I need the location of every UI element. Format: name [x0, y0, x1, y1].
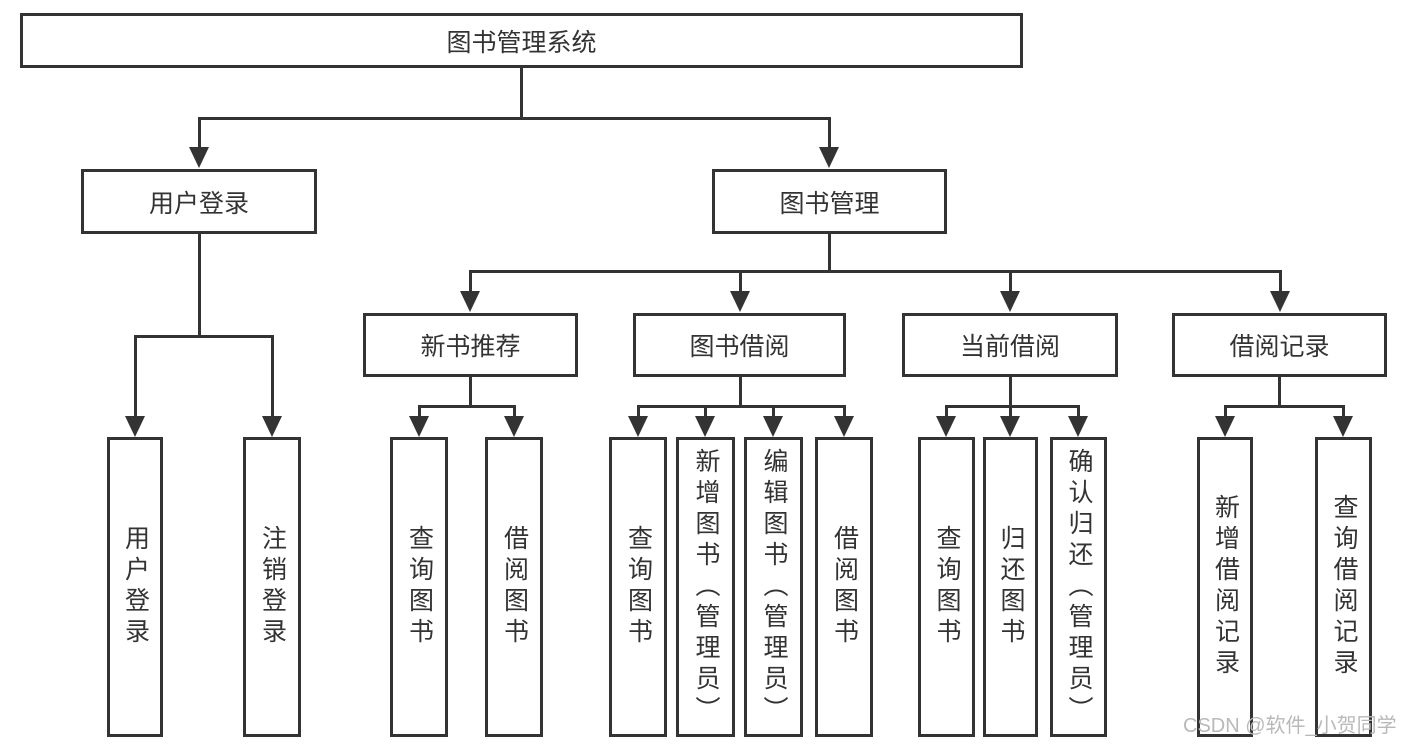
node-root: 图书管理系统	[20, 13, 1023, 68]
node-new-book-rec-label: 新书推荐	[420, 333, 521, 361]
connector-bb-drop-2	[704, 405, 707, 419]
connector-level3-rail	[469, 270, 1282, 273]
node-book-mgmt: 图书管理	[712, 169, 947, 234]
connector-level3-shaft-4	[1279, 270, 1282, 296]
connector-user-login-rail	[134, 335, 274, 338]
arrowhead-cb-confirm	[1068, 416, 1088, 437]
connector-level3-shaft-2	[739, 270, 742, 296]
connector-bb-drop-1	[637, 405, 640, 419]
arrowhead-br-add	[1215, 416, 1235, 437]
connector-cb-drop-3	[1077, 405, 1080, 419]
connector-borrow-records-rail	[1224, 405, 1345, 408]
connector-cb-drop-2	[1009, 405, 1012, 419]
leaf-cb-return-books-label: 归还图书	[997, 525, 1025, 649]
arrowhead-leaf-user-login	[125, 416, 145, 437]
connector-level3-shaft-3	[1009, 270, 1012, 296]
leaf-cb-query-books-label: 查询图书	[933, 525, 961, 649]
connector-book-borrow-rail	[637, 405, 846, 408]
leaf-cb-confirm-return-admin-label: 确认归还（管理员）	[1065, 447, 1093, 727]
connector-br-drop-1	[1224, 405, 1227, 419]
arrowhead-nbr-query	[409, 416, 429, 437]
arrowhead-cb-query	[936, 416, 956, 437]
connector-new-book-rec-stem	[469, 377, 472, 407]
leaf-nbr-query-books: 查询图书	[390, 437, 448, 737]
connector-level2-shaft-right	[828, 117, 831, 152]
leaf-bb-query-books-label: 查询图书	[624, 525, 653, 649]
leaf-cb-confirm-return-admin: 确认归还（管理员）	[1050, 437, 1107, 737]
leaf-cb-return-books: 归还图书	[983, 437, 1038, 737]
leaf-br-query-record: 查询借阅记录	[1315, 437, 1372, 737]
connector-br-drop-2	[1342, 405, 1345, 419]
leaf-cb-query-books: 查询图书	[918, 437, 975, 737]
leaf-nbr-query-books-label: 查询图书	[405, 525, 434, 649]
connector-borrow-records-stem	[1278, 377, 1281, 407]
connector-nbr-drop-1	[418, 405, 421, 419]
leaf-logout-login: 注销登录	[243, 437, 301, 737]
leaf-bb-edit-book-admin-label: 编辑图书（管理员）	[760, 447, 788, 727]
connector-new-book-rec-rail	[418, 405, 516, 408]
leaf-user-login: 用户登录	[107, 437, 163, 737]
leaf-bb-add-book-admin-label: 新增图书（管理员）	[692, 447, 720, 727]
leaf-br-add-record-label: 新增借阅记录	[1211, 494, 1240, 680]
arrowhead-br-query	[1333, 416, 1353, 437]
leaf-user-login-label: 用户登录	[121, 525, 150, 649]
connector-current-borrow-rail	[945, 405, 1080, 408]
arrowhead-new-book-rec	[460, 291, 480, 312]
arrowhead-bb-borrow	[834, 416, 854, 437]
leaf-br-query-record-label: 查询借阅记录	[1330, 494, 1358, 680]
connector-level2-shaft-left	[198, 117, 201, 152]
node-borrow-records: 借阅记录	[1172, 313, 1387, 377]
leaf-nbr-borrow-books: 借阅图书	[485, 437, 543, 737]
arrowhead-cb-return	[1000, 416, 1020, 437]
arrowhead-user-login	[189, 147, 209, 168]
connector-root-stem	[520, 68, 523, 118]
leaf-bb-borrow-books: 借阅图书	[815, 437, 873, 737]
arrowhead-borrow-records	[1270, 291, 1290, 312]
node-new-book-rec: 新书推荐	[363, 313, 578, 377]
arrowhead-bb-add	[695, 416, 715, 437]
connector-book-borrow-stem	[739, 377, 742, 407]
leaf-bb-edit-book-admin: 编辑图书（管理员）	[744, 437, 803, 737]
connector-user-login-drop-2	[271, 335, 274, 419]
connector-level3-shaft-1	[469, 270, 472, 296]
node-user-login: 用户登录	[81, 169, 317, 234]
node-root-label: 图书管理系统	[446, 28, 597, 57]
connector-user-login-stem	[198, 234, 201, 337]
node-borrow-records-label: 借阅记录	[1229, 333, 1330, 361]
connector-cb-drop-1	[945, 405, 948, 419]
arrowhead-leaf-logout	[262, 416, 282, 437]
connector-nbr-drop-2	[513, 405, 516, 419]
connector-bb-drop-4	[843, 405, 846, 419]
arrowhead-bb-edit	[763, 416, 783, 437]
node-current-borrow-label: 当前借阅	[959, 333, 1060, 361]
arrowhead-nbr-borrow	[504, 416, 524, 437]
connector-user-login-drop-1	[134, 335, 137, 419]
node-book-borrow: 图书借阅	[633, 313, 846, 377]
leaf-bb-add-book-admin: 新增图书（管理员）	[676, 437, 735, 737]
node-current-borrow: 当前借阅	[902, 313, 1118, 377]
connector-book-mgmt-stem	[828, 234, 831, 272]
leaf-logout-login-label: 注销登录	[258, 525, 287, 649]
connector-current-borrow-stem	[1009, 377, 1012, 407]
arrowhead-book-borrow	[730, 291, 750, 312]
arrowhead-book-mgmt	[819, 147, 839, 168]
watermark: CSDN @软件_小贺同学	[1183, 715, 1397, 737]
leaf-nbr-borrow-books-label: 借阅图书	[500, 525, 529, 649]
leaf-bb-borrow-books-label: 借阅图书	[830, 525, 859, 649]
arrowhead-current-borrow	[1000, 291, 1020, 312]
node-book-borrow-label: 图书借阅	[689, 333, 790, 361]
leaf-bb-query-books: 查询图书	[609, 437, 667, 737]
node-user-login-label: 用户登录	[148, 189, 249, 218]
arrowhead-bb-query	[628, 416, 648, 437]
connector-bb-drop-3	[772, 405, 775, 419]
node-book-mgmt-label: 图书管理	[779, 189, 880, 218]
connector-level2-rail	[198, 117, 830, 120]
leaf-br-add-record: 新增借阅记录	[1197, 437, 1253, 737]
